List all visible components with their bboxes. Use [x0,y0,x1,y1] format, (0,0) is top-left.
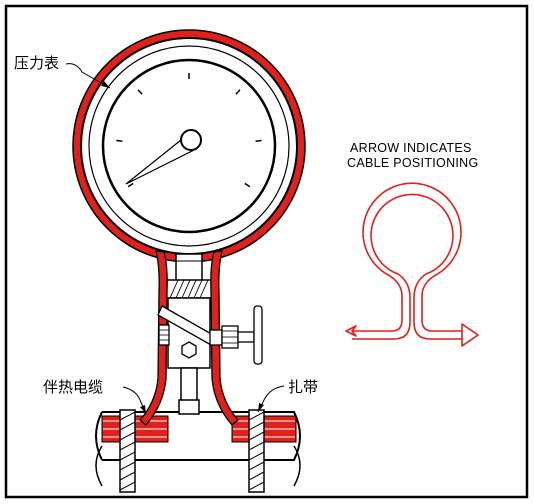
heat-trace-cable-label: 伴热电缆 [43,378,103,396]
label-heat-trace-cable: 伴热电缆 [43,378,147,415]
cable-positioning-caption: ARROW INDICATES CABLE POSITIONING [347,141,479,170]
pressure-gauge [72,29,306,263]
caption-line-2: CABLE POSITIONING [347,156,479,170]
cable-tie-label: 扎带 [288,378,318,396]
valve-body [157,297,263,369]
heat-trace-cable-routing [139,250,239,426]
caption-line-1: ARROW INDICATES [350,141,472,155]
label-cable-tie: 扎带 [257,378,318,413]
cable-tie-left [119,409,136,493]
pipe [95,411,301,487]
label-pressure-gauge: 压力表 [14,54,111,89]
pressure-gauge-label: 压力表 [14,54,59,72]
cable-positioning-symbol [345,182,479,347]
cable-tie-right [248,409,265,493]
gauge-ticks [116,73,262,188]
pipe-tap [178,367,200,415]
diagram-frame [4,4,529,499]
gauge-hub [180,129,202,151]
hex-fitting [165,279,213,299]
